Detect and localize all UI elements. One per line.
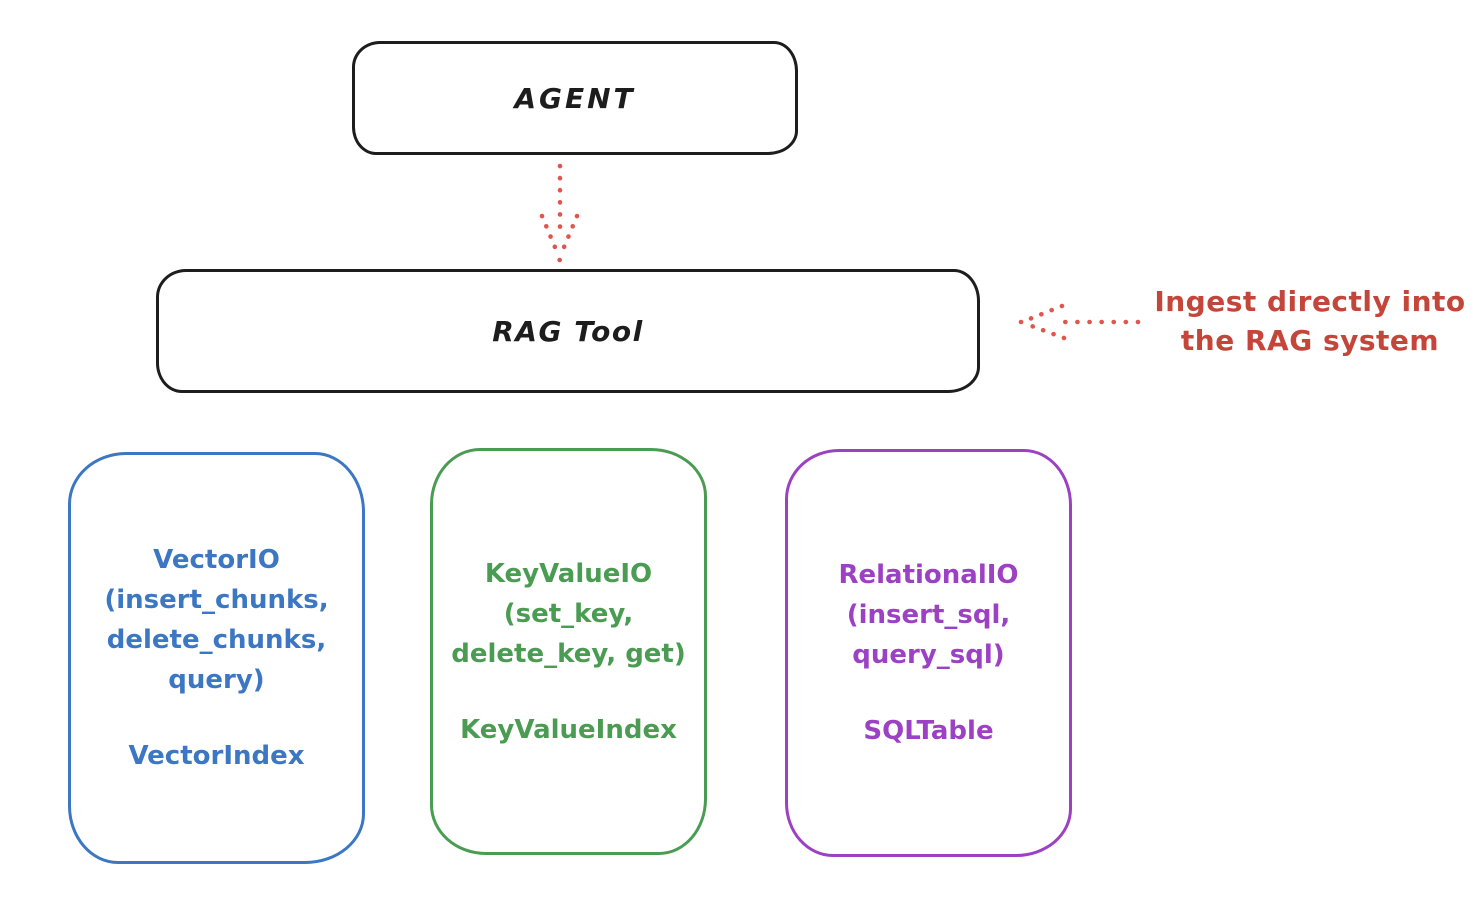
vector-io-line: VectorIO — [153, 545, 280, 575]
keyvalue-io-line: KeyValueIO — [484, 558, 653, 589]
ingest-annotation: Ingest directly into the RAG system — [1140, 282, 1480, 360]
keyvalue-io-line: delete_key, get) — [451, 638, 686, 669]
rag-tool-box: RAG Tool — [156, 269, 980, 393]
rag-tool-label: RAG Tool — [492, 314, 644, 348]
vector-io-title-block: VectorIO (insert_chunks, delete_chunks, … — [104, 540, 328, 700]
dotted-arrow-left-icon — [1018, 303, 1141, 341]
relational-io-line: RelationalIO — [838, 560, 1019, 590]
dotted-arrow-down-icon — [539, 163, 580, 263]
sql-table-label: SQLTable — [863, 716, 994, 746]
relational-io-title-block: RelationalIO (insert_sql, query_sql) — [838, 555, 1018, 675]
vector-io-line: (insert_chunks, — [104, 585, 329, 615]
agent-label: AGENT — [514, 81, 636, 115]
ingest-annotation-line2: the RAG system — [1180, 324, 1440, 357]
agent-box: AGENT — [352, 41, 798, 155]
keyvalue-io-box: KeyValueIO (set_key, delete_key, get) Ke… — [430, 448, 707, 855]
vector-index-label: VectorIndex — [128, 741, 305, 771]
vector-io-line: delete_chunks, — [106, 625, 327, 655]
ingest-annotation-line1: Ingest directly into — [1154, 285, 1466, 318]
keyvalue-io-title-block: KeyValueIO (set_key, delete_key, get) — [451, 554, 686, 674]
vector-io-box: VectorIO (insert_chunks, delete_chunks, … — [68, 452, 365, 864]
relational-io-box: RelationalIO (insert_sql, query_sql) SQL… — [785, 449, 1072, 857]
relational-io-line: (insert_sql, — [846, 600, 1011, 630]
relational-io-line: query_sql) — [852, 640, 1005, 670]
keyvalue-io-line: (set_key, — [503, 598, 634, 629]
vector-io-line: query) — [168, 665, 265, 695]
keyvalue-index-label: KeyValueIndex — [460, 714, 677, 745]
